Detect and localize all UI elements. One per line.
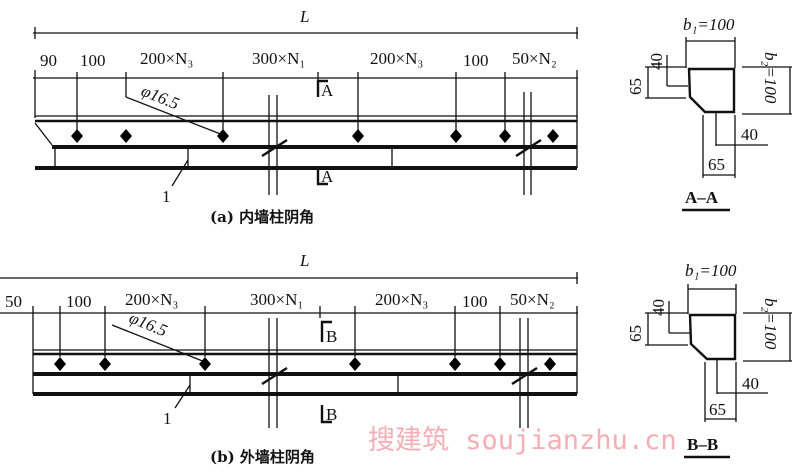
section-mark-label: B	[326, 327, 337, 346]
dim-ticks	[32, 306, 578, 357]
dim-40: 40	[649, 299, 668, 316]
dim-40: 40	[647, 53, 666, 70]
dim-40: 40	[741, 125, 758, 144]
section-title: A–A	[685, 188, 719, 207]
section-mark-label: B	[326, 405, 337, 424]
dim-label: 50	[5, 292, 22, 311]
dim-label: 300×N₁	[252, 49, 305, 68]
diagram-b: L 50 100 200×N₃ 300×N₁ 200×N₃ 100 50×N₂ …	[0, 251, 578, 466]
dim-label: 90	[40, 51, 57, 70]
section-mark-label: A	[321, 81, 334, 100]
dim-65: 65	[626, 78, 645, 95]
dim-65: 65	[626, 325, 645, 342]
caption: (a) 内墙柱阴角	[210, 208, 314, 226]
section-mark-label: A	[321, 167, 334, 186]
break-marks	[261, 92, 542, 195]
dim-b2: b₂=100	[761, 52, 780, 104]
overall-length-label: L	[299, 7, 309, 26]
section-outline	[688, 313, 737, 361]
bar-diameter-label: φ16.5	[139, 81, 182, 113]
section-a-a: b₁=100 40 65 b₂=100 40 65 A–A	[626, 15, 792, 212]
dim-label: 100	[66, 292, 92, 311]
caption: (b) 外墙柱阴角	[210, 448, 315, 466]
part-number: 1	[163, 409, 172, 428]
dim-label: 100	[462, 292, 488, 311]
dim-40: 40	[742, 374, 759, 393]
dim-label: 100	[80, 51, 106, 70]
section-mark-top	[316, 79, 328, 97]
section-mark-bottom	[320, 405, 332, 424]
section-outline	[687, 67, 736, 114]
dim-label: 200×N₃	[375, 290, 428, 309]
dim-b2: b₂=100	[761, 298, 780, 350]
section-mark-bottom	[316, 166, 328, 186]
dim-label: 200×N₃	[125, 290, 178, 309]
break-marks	[261, 318, 538, 428]
dim-label: 50×N₂	[512, 49, 557, 68]
dim-b1: b₁=100	[683, 15, 735, 34]
dim-label: 200×N₃	[140, 49, 193, 68]
dim-ticks	[34, 70, 578, 132]
section-b-b: b₁=100 40 65 b₂=100 40 65 B–B	[626, 261, 792, 459]
dim-b1: b₁=100	[685, 261, 737, 280]
watermark: 搜建筑 soujianzhu.cn	[368, 425, 677, 456]
part-number: 1	[162, 187, 171, 206]
dim-label: 50×N₂	[510, 290, 555, 309]
dim-label: 100	[463, 51, 489, 70]
section-mark-top	[320, 320, 332, 342]
dim-65: 65	[708, 155, 725, 174]
dim-label: 300×N₁	[250, 290, 303, 309]
overall-length-label: L	[299, 251, 309, 270]
section-title: B–B	[687, 435, 718, 454]
part-leader	[171, 159, 189, 187]
dim-label: 200×N₃	[370, 49, 423, 68]
dim-65: 65	[709, 400, 726, 419]
stirrup-diamonds	[71, 129, 559, 143]
stirrup-diamonds	[54, 357, 556, 371]
diagram-a: L 90 100 200×N₃ 300×N₁ 200×N₃ 100 50×N₂ …	[33, 7, 578, 226]
